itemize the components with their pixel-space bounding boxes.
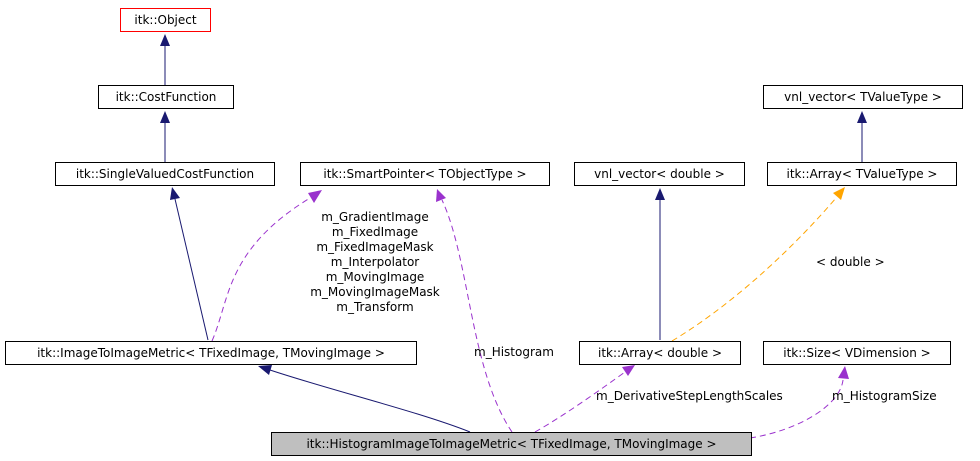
member-label: m_MovingImageMask [310,285,440,299]
node-itk-array-double[interactable]: itk::Array< double > [579,341,741,365]
node-itk-imagetoimagemetric[interactable]: itk::ImageToImageMetric< TFixedImage, TM… [5,341,417,365]
node-itk-histogramimagetoimagemetric[interactable]: itk::HistogramImageToImageMetric< TFixed… [271,432,752,456]
member-label: m_Interpolator [330,255,420,269]
edge-label-derivative-scales: m_DerivativeStepLengthScales [596,389,783,403]
edge-costfunction-to-object [160,34,170,85]
node-vnl-vector-double[interactable]: vnl_vector< double > [574,162,745,186]
member-label: m_Transform [336,300,414,314]
edge-singlevalued-to-costfunction [160,111,170,162]
member-label: m_MovingImage [325,270,425,284]
node-itk-singlevaluedcostfunction[interactable]: itk::SingleValuedCostFunction [55,162,275,186]
edge-arraytvalue-to-vnltvalue [857,111,867,162]
edge-imagemetric-to-smartpointer [211,190,322,342]
edge-label-template-arg: < double > [816,255,885,269]
edge-histogrammetric-to-smartpointer [436,189,513,433]
edge-arraydouble-to-vnldouble [655,188,665,340]
edge-label-smartpointer-members: m_GradientImage m_FixedImage m_FixedImag… [296,210,454,315]
member-label: m_FixedImage [331,225,419,239]
member-label: m_GradientImage [321,210,429,224]
node-itk-object[interactable]: itk::Object [120,8,211,32]
edge-arraydouble-to-arraytvalue [671,187,845,342]
node-itk-array-tvaluetype[interactable]: itk::Array< TValueType > [767,162,957,186]
node-itk-size[interactable]: itk::Size< VDimension > [763,341,951,365]
edge-histogrammetric-to-size [749,366,849,439]
edge-histogrammetric-to-imagemetric [258,365,471,433]
node-itk-smartpointer[interactable]: itk::SmartPointer< TObjectType > [300,162,550,186]
node-vnl-vector-tvaluetype[interactable]: vnl_vector< TValueType > [763,85,963,109]
edge-label-histogram-size: m_HistogramSize [832,389,937,403]
edge-histogrammetric-to-arraydouble [534,365,635,433]
edge-imagemetric-to-singlevalued [170,187,209,341]
member-label: m_FixedImageMask [316,240,434,254]
node-itk-costfunction[interactable]: itk::CostFunction [98,85,234,109]
edge-label-histogram: m_Histogram [474,345,554,359]
